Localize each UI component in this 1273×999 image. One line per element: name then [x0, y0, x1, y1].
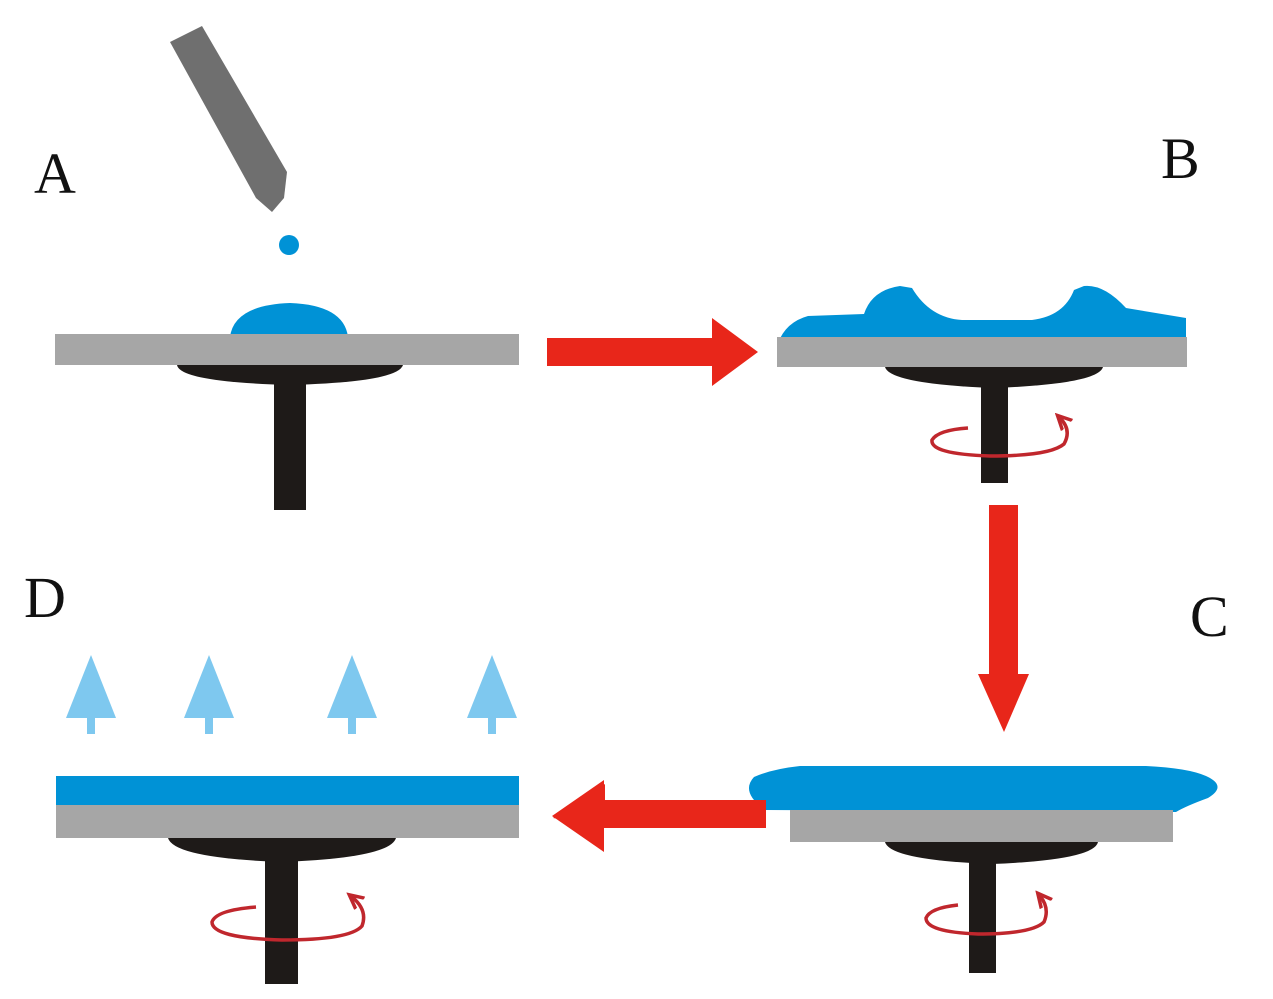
panel-label-d: D [24, 565, 66, 630]
fluid-spreading [778, 285, 1186, 343]
substrate [56, 805, 519, 838]
panel-label-c: C [1190, 584, 1229, 649]
flow-arrow-a-to-b [547, 318, 758, 386]
panel-b: B [777, 126, 1200, 483]
flow-arrow-b-to-c [978, 505, 1029, 732]
panel-label-b: B [1161, 126, 1200, 191]
rotation-arrow-icon [924, 896, 1046, 936]
substrate [55, 334, 519, 365]
spin-chuck [885, 367, 1103, 388]
evaporation-arrow-icon [184, 655, 234, 734]
flow-arrow-c-to-d-head [552, 780, 604, 852]
fluid-thinning [748, 766, 1218, 812]
fluid-puddle [230, 303, 348, 337]
evaporation-arrow-icon [66, 655, 116, 734]
chuck-shaft [981, 380, 1008, 483]
spin-chuck [885, 842, 1098, 864]
rotation-arrow-icon [930, 418, 1067, 458]
falling-droplet [279, 235, 299, 255]
panel-c: C [748, 584, 1229, 973]
substrate [777, 337, 1187, 367]
panel-a: A [34, 26, 519, 510]
chuck-shaft [274, 378, 306, 510]
chuck-shaft [265, 852, 298, 984]
flow-arrow-c-to-d-body [604, 800, 766, 828]
evaporation-arrow-icon [467, 655, 517, 734]
chuck-shaft [969, 855, 996, 973]
spin-chuck [168, 838, 396, 862]
panel-label-a: A [34, 141, 76, 206]
substrate [790, 810, 1173, 842]
fluid-film [56, 776, 519, 805]
evaporation-arrow-icon [327, 655, 377, 734]
pipette-icon [170, 26, 287, 212]
panel-d: D [24, 565, 519, 984]
spin-chuck [177, 365, 403, 385]
rotation-arrow-icon [210, 897, 366, 942]
